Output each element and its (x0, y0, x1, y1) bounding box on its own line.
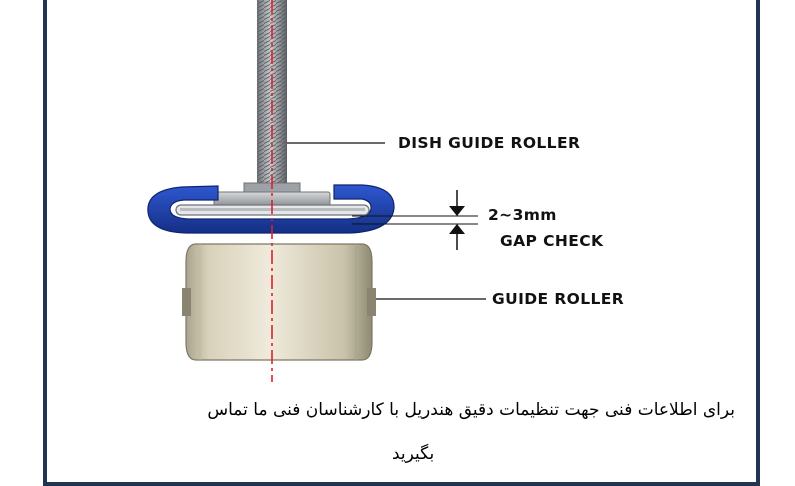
figure-frame (43, 0, 760, 486)
caption-line-1: برای اطلاعات فنی جهت تنظیمات دقیق هندریل… (207, 400, 735, 420)
dish-profile (147, 184, 395, 234)
label-gap-check: GAP CHECK (500, 232, 604, 250)
label-gap-value: 2~3mm (488, 206, 557, 224)
leader-lines (287, 142, 486, 300)
guide-roller (182, 243, 376, 361)
gap-arrows (449, 190, 465, 250)
label-dish-guide-roller: DISH GUIDE ROLLER (398, 134, 581, 152)
caption-line-2: بگیرید (392, 444, 435, 464)
label-guide-roller: GUIDE ROLLER (492, 290, 625, 308)
